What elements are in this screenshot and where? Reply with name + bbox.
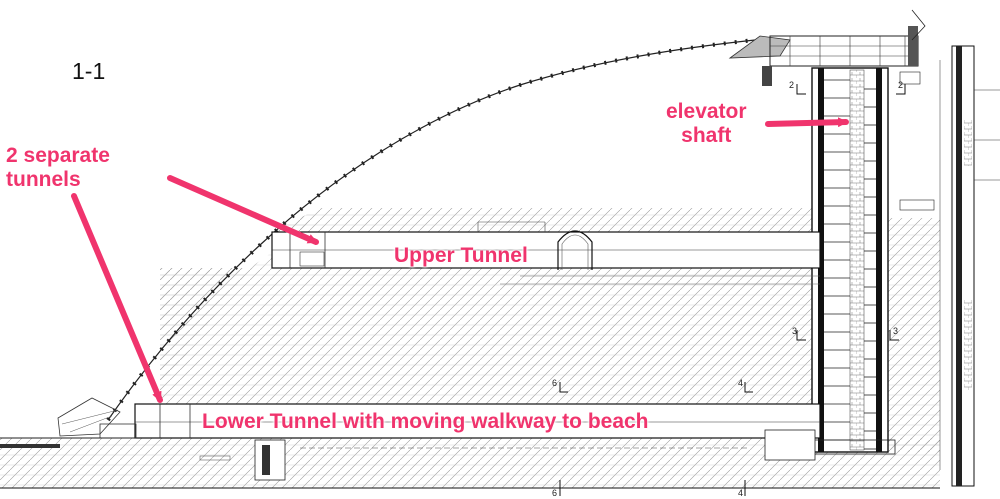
- elevator-line1: elevator: [666, 100, 747, 123]
- section-title: 1-1: [72, 58, 106, 84]
- section-mark-3-left: 3: [792, 326, 797, 336]
- upper-tunnel-label: Upper Tunnel: [394, 244, 528, 267]
- upper-tunnel: [271, 221, 821, 285]
- floor-details: [0, 429, 940, 489]
- terrain-line: [107, 39, 756, 421]
- lower-tunnel-label: Lower Tunnel with moving walkway to beac…: [202, 410, 649, 433]
- soil-mass-lower: [160, 268, 820, 438]
- arrow-to-lower-tunnel: [71, 193, 163, 403]
- lower-tunnel: [99, 403, 821, 439]
- arrow-to-elevator-shaft: [765, 117, 849, 128]
- section-mark-2-right: 2: [898, 80, 903, 90]
- section-marks: [559, 84, 906, 496]
- floor-slab: [0, 438, 940, 488]
- section-mark-2-left: 2: [789, 80, 794, 90]
- section-mark-3-right: 3: [893, 326, 898, 336]
- soil-mass-right: [888, 218, 940, 452]
- top-cap: [728, 35, 791, 59]
- top-structure: [769, 35, 919, 67]
- arrow-to-upper-tunnel: [167, 175, 319, 245]
- section-mark-4-bottom: 4: [738, 488, 743, 498]
- section-mark-4-mid: 4: [738, 378, 743, 388]
- elevator-shaft: [804, 67, 935, 455]
- section-mark-6-mid: 6: [552, 378, 557, 388]
- separate-tunnels-line2: tunnels: [6, 168, 81, 191]
- elevator-shaft-label: elevator shaft: [666, 100, 747, 148]
- separate-tunnels-line1: 2 separate: [6, 144, 110, 167]
- separate-tunnels-label: 2 separate tunnels: [6, 144, 110, 192]
- right-strip: [939, 45, 1000, 487]
- beach-entry: [0, 397, 135, 448]
- elevator-line2: shaft: [681, 124, 732, 147]
- slope-fill: [160, 208, 320, 390]
- section-mark-6-bottom: 6: [552, 488, 557, 498]
